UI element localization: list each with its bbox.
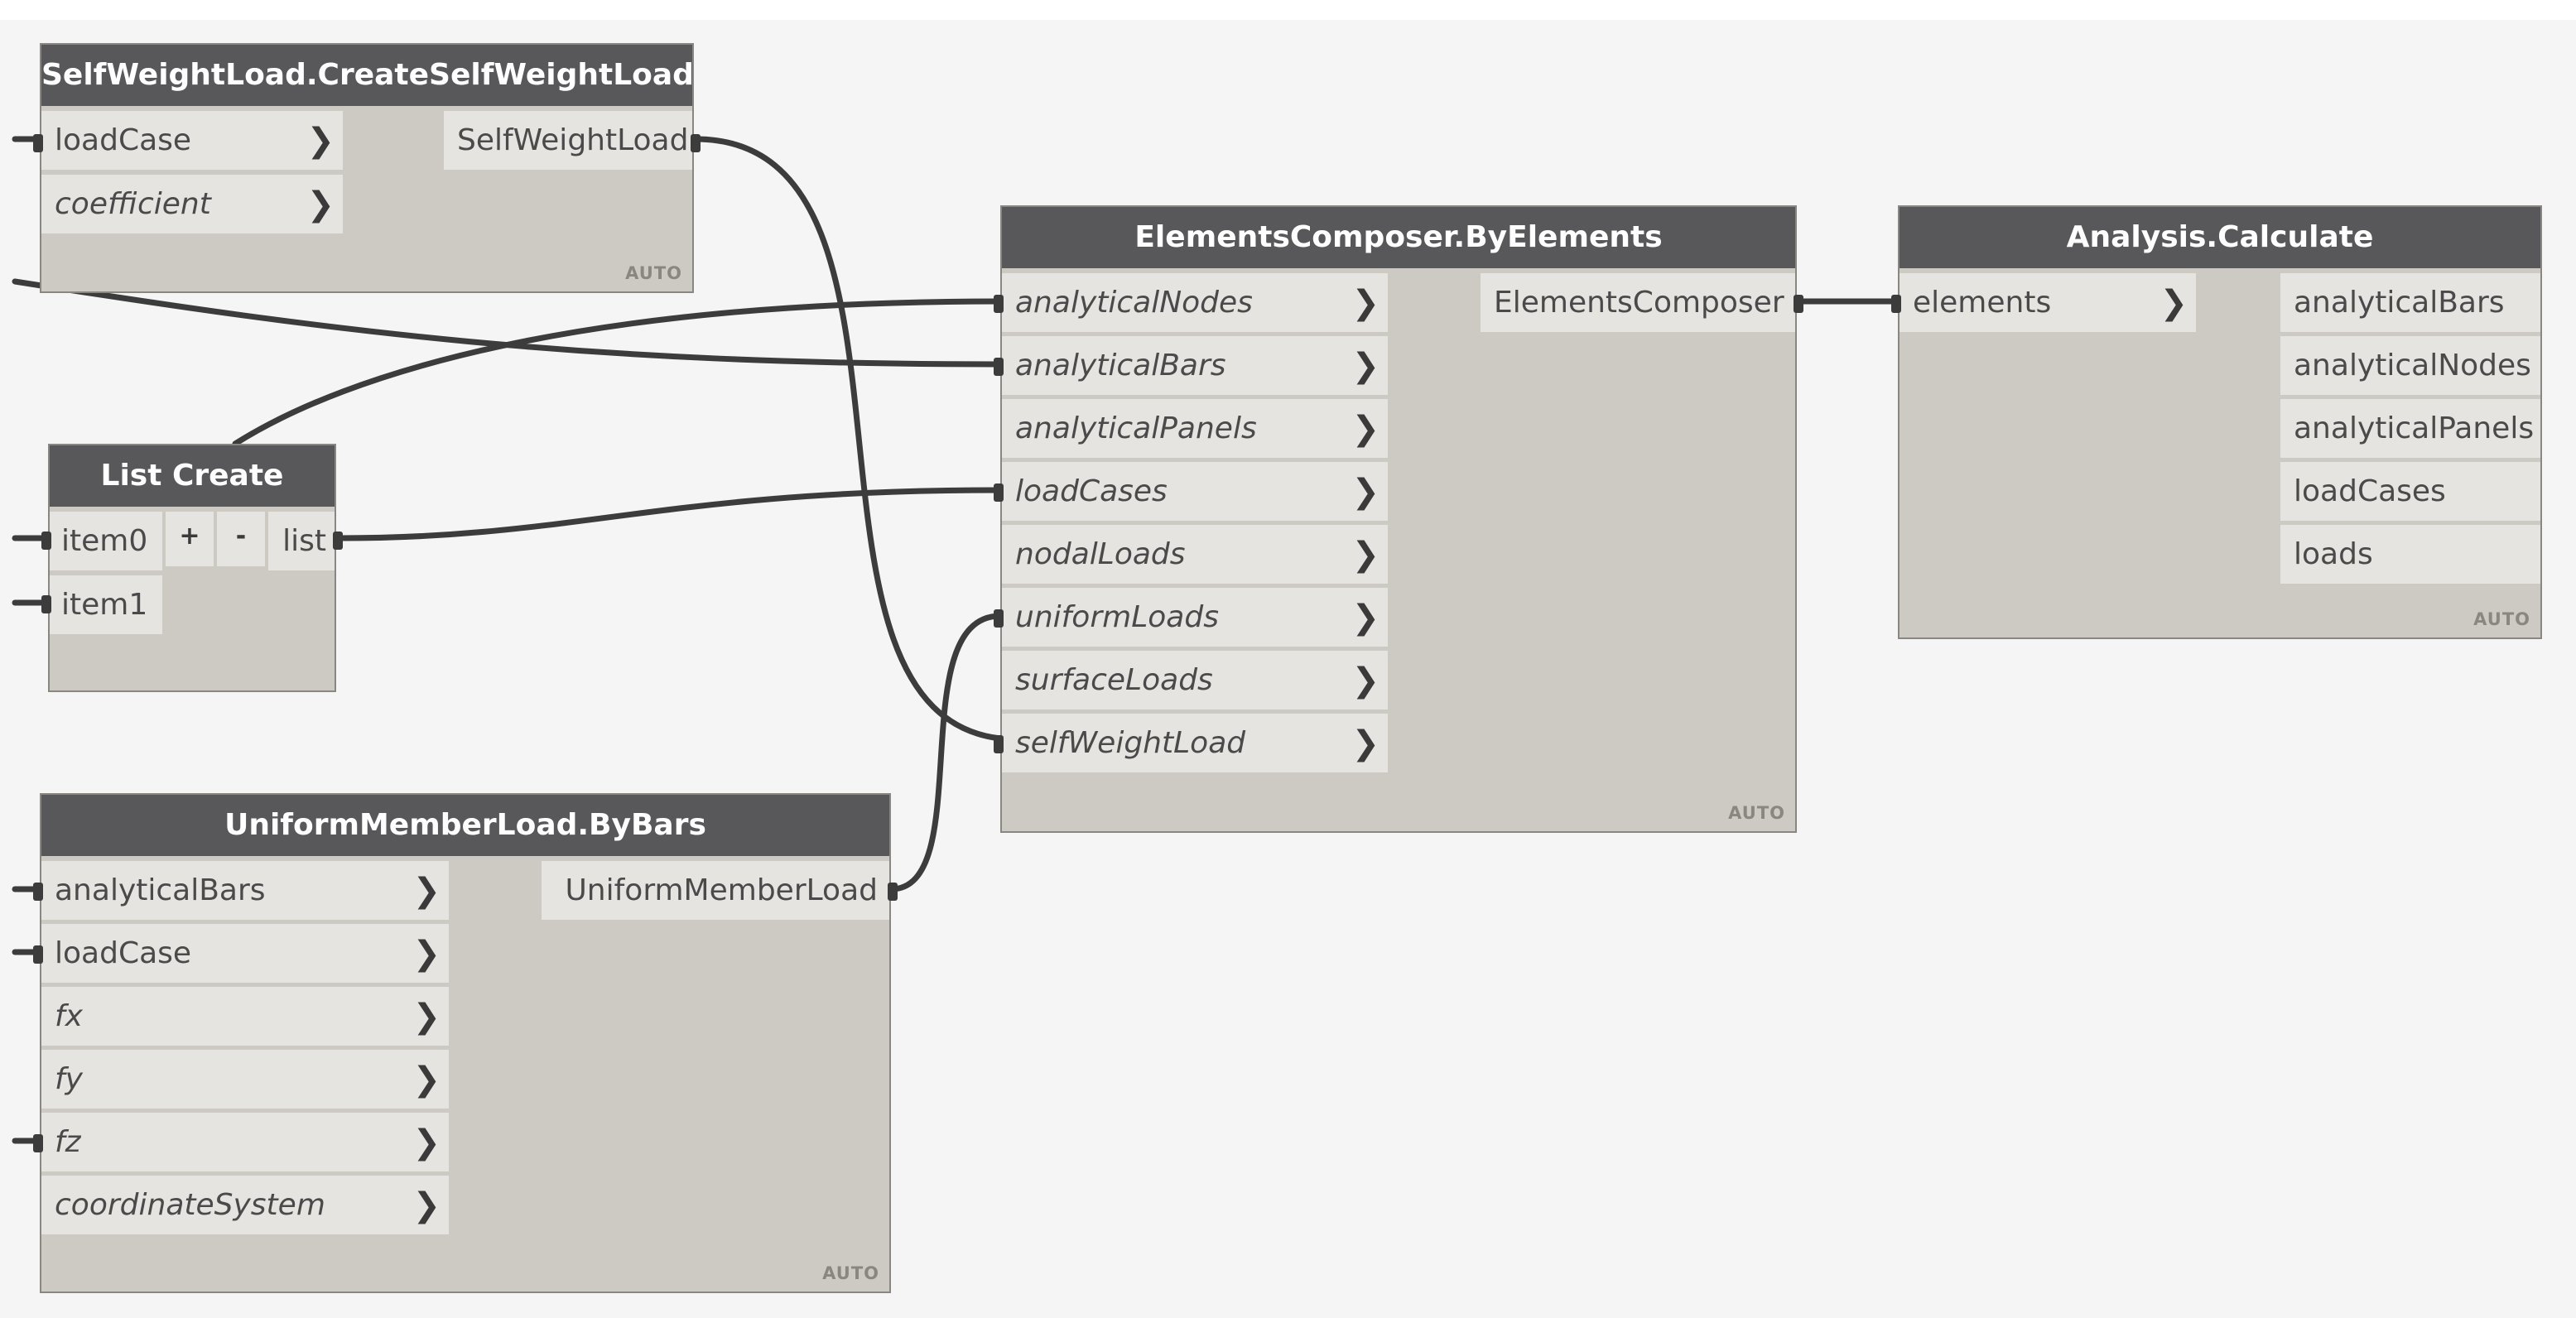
run-mode-label: AUTO bbox=[625, 263, 682, 283]
chevron-right-icon: ❯ bbox=[1351, 536, 1379, 574]
port-connector-icon[interactable] bbox=[33, 1134, 43, 1152]
chevron-right-icon: ❯ bbox=[306, 122, 335, 160]
input-port-analyticalpanels[interactable]: analyticalPanels ❯ bbox=[1002, 399, 1388, 460]
chevron-right-icon: ❯ bbox=[2160, 284, 2188, 322]
chevron-right-icon: ❯ bbox=[1351, 599, 1379, 637]
port-connector-icon[interactable] bbox=[33, 134, 43, 152]
chevron-right-icon: ❯ bbox=[1351, 661, 1379, 700]
run-mode-label: AUTO bbox=[1728, 803, 1785, 823]
port-label: item0 bbox=[61, 524, 148, 558]
node-elements-composer[interactable]: ElementsComposer.ByElements analyticalNo… bbox=[994, 205, 1803, 833]
output-port-selfweightload[interactable]: SelfWeightLoad bbox=[444, 111, 692, 172]
port-connector-icon[interactable] bbox=[41, 595, 51, 613]
chevron-right-icon: ❯ bbox=[1351, 410, 1379, 448]
input-port-loadcases[interactable]: loadCases ❯ bbox=[1002, 462, 1388, 523]
output-port-analyticalnodes[interactable]: analyticalNodes bbox=[2280, 336, 2540, 397]
port-label: analyticalBars bbox=[1015, 349, 1226, 382]
add-input-button[interactable]: + bbox=[166, 512, 214, 566]
node-uniform-member-load[interactable]: UniformMemberLoad.ByBars analyticalBars … bbox=[33, 793, 898, 1293]
output-port-loads[interactable]: loads bbox=[2280, 525, 2540, 586]
remove-input-button[interactable]: - bbox=[217, 512, 265, 566]
chevron-right-icon: ❯ bbox=[1351, 724, 1379, 762]
port-label: analyticalBars bbox=[55, 873, 266, 907]
output-port-loadcases[interactable]: loadCases bbox=[2280, 462, 2540, 523]
port-connector-icon[interactable] bbox=[691, 134, 701, 152]
port-connector-icon[interactable] bbox=[994, 358, 1004, 376]
port-label: loadCases bbox=[1015, 474, 1168, 508]
output-port-analyticalbars[interactable]: analyticalBars bbox=[2280, 273, 2540, 334]
port-connector-icon[interactable] bbox=[333, 532, 343, 550]
node-title[interactable]: Analysis.Calculate bbox=[1899, 207, 2540, 268]
port-label: surfaceLoads bbox=[1015, 663, 1213, 697]
port-connector-icon[interactable] bbox=[33, 945, 43, 964]
node-title[interactable]: ElementsComposer.ByElements bbox=[1002, 207, 1795, 268]
node-title[interactable]: UniformMemberLoad.ByBars bbox=[41, 795, 889, 856]
input-port-item0[interactable]: item0 bbox=[50, 512, 162, 573]
output-port-elementscomposer[interactable]: ElementsComposer bbox=[1481, 273, 1795, 334]
chevron-right-icon: ❯ bbox=[412, 998, 441, 1036]
port-label: fy bbox=[55, 1062, 83, 1096]
chevron-right-icon: ❯ bbox=[1351, 284, 1379, 322]
port-label: uniformLoads bbox=[1015, 600, 1219, 634]
port-label: fz bbox=[55, 1125, 81, 1159]
input-port-fy[interactable]: fy ❯ bbox=[41, 1050, 449, 1111]
chevron-right-icon: ❯ bbox=[412, 1186, 441, 1224]
port-label: analyticalPanels bbox=[1015, 411, 1257, 445]
port-connector-icon[interactable] bbox=[1891, 295, 1901, 313]
chevron-right-icon: ❯ bbox=[412, 1123, 441, 1162]
port-label: coordinateSystem bbox=[55, 1188, 325, 1222]
port-label: loadCase bbox=[55, 936, 192, 970]
port-label: elements bbox=[1913, 286, 2052, 320]
chevron-right-icon: ❯ bbox=[412, 872, 441, 910]
input-port-fz[interactable]: fz ❯ bbox=[41, 1113, 449, 1174]
port-label: item1 bbox=[61, 588, 148, 622]
port-label: fx bbox=[55, 999, 83, 1033]
port-connector-icon[interactable] bbox=[888, 883, 898, 901]
output-port-uniformmemberload[interactable]: UniformMemberLoad bbox=[542, 861, 889, 922]
chevron-right-icon: ❯ bbox=[1351, 347, 1379, 385]
chevron-right-icon: ❯ bbox=[306, 185, 335, 224]
input-port-coordinatesystem[interactable]: coordinateSystem ❯ bbox=[41, 1176, 449, 1237]
node-title[interactable]: List Create bbox=[50, 445, 335, 507]
output-port-analyticalpanels[interactable]: analyticalPanels bbox=[2280, 399, 2540, 460]
port-connector-icon[interactable] bbox=[33, 883, 43, 901]
input-port-item1[interactable]: item1 bbox=[50, 575, 162, 637]
input-port-uniformloads[interactable]: uniformLoads ❯ bbox=[1002, 588, 1388, 649]
input-port-analyticalnodes[interactable]: analyticalNodes ❯ bbox=[1002, 273, 1388, 334]
input-port-elements[interactable]: elements ❯ bbox=[1899, 273, 2196, 334]
port-connector-icon[interactable] bbox=[994, 295, 1004, 313]
port-label: loadCase bbox=[55, 123, 192, 157]
port-connector-icon[interactable] bbox=[994, 483, 1004, 502]
input-port-fx[interactable]: fx ❯ bbox=[41, 987, 449, 1048]
port-connector-icon[interactable] bbox=[994, 735, 1004, 753]
port-connector-icon[interactable] bbox=[994, 609, 1004, 628]
node-title[interactable]: SelfWeightLoad.CreateSelfWeightLoad bbox=[41, 45, 692, 106]
chevron-right-icon: ❯ bbox=[412, 935, 441, 973]
input-port-nodalloads[interactable]: nodalLoads ❯ bbox=[1002, 525, 1388, 586]
run-mode-label: AUTO bbox=[822, 1263, 879, 1283]
input-port-analyticalbars[interactable]: analyticalBars ❯ bbox=[1002, 336, 1388, 397]
chevron-right-icon: ❯ bbox=[1351, 473, 1379, 511]
chevron-right-icon: ❯ bbox=[412, 1061, 441, 1099]
port-label: nodalLoads bbox=[1015, 537, 1186, 571]
output-port-list[interactable]: list bbox=[268, 512, 335, 573]
input-port-coefficient[interactable]: coefficient ❯ bbox=[41, 175, 343, 236]
input-port-surfaceloads[interactable]: surfaceLoads ❯ bbox=[1002, 651, 1388, 712]
input-port-loadcase[interactable]: loadCase ❯ bbox=[41, 924, 449, 985]
port-label: coefficient bbox=[55, 187, 211, 221]
port-connector-icon[interactable] bbox=[41, 532, 51, 550]
run-mode-label: AUTO bbox=[2473, 609, 2530, 629]
node-self-weight-load[interactable]: SelfWeightLoad.CreateSelfWeightLoad load… bbox=[33, 43, 701, 293]
port-label: analyticalNodes bbox=[1015, 286, 1253, 320]
port-connector-icon[interactable] bbox=[1794, 295, 1803, 313]
input-port-selfweightload[interactable]: selfWeightLoad ❯ bbox=[1002, 714, 1388, 775]
input-port-analyticalbars[interactable]: analyticalBars ❯ bbox=[41, 861, 449, 922]
node-list-create[interactable]: List Create item0 item1 + - list bbox=[41, 444, 343, 692]
node-analysis-calculate[interactable]: Analysis.Calculate elements ❯ analytical… bbox=[1891, 205, 2542, 639]
input-port-loadcase[interactable]: loadCase ❯ bbox=[41, 111, 343, 172]
port-label: selfWeightLoad bbox=[1015, 726, 1246, 760]
